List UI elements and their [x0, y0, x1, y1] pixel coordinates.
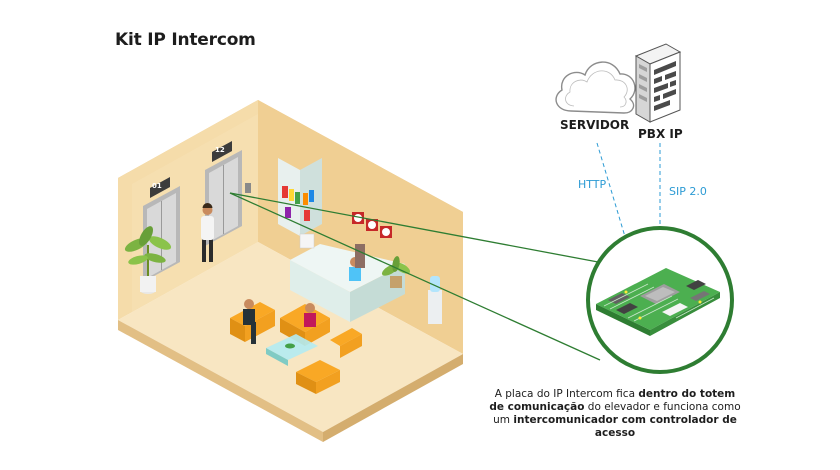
server-rack-icon: [634, 43, 682, 123]
elevator-right: [205, 141, 251, 246]
intercom-board-zoom: [586, 226, 734, 374]
server-label: SERVIDOR: [560, 118, 630, 132]
caption-part-1: A placa do IP Intercom fica: [494, 388, 639, 400]
http-link: [596, 142, 627, 241]
connector-line-top: [229, 192, 599, 263]
caption-bold-1: dentro do totem de comunicação: [489, 388, 736, 413]
caption-part-2: do elevador e funciona como um: [493, 401, 741, 426]
cloud-icon: [555, 61, 636, 114]
seating-area: [230, 299, 362, 394]
connector-line-bottom: [229, 192, 601, 361]
plant-left: [124, 226, 172, 294]
http-label: HTTP: [578, 178, 607, 191]
connector-lines: [229, 192, 601, 361]
caption-bold-2: intercomunicador com controlador de aces…: [513, 414, 737, 439]
pbx-label: PBX IP: [638, 127, 683, 141]
lobby-illustration: [118, 100, 463, 442]
water-cooler: [428, 276, 442, 324]
elevator-display-right: 12: [215, 146, 225, 154]
page-title: Kit IP Intercom: [115, 30, 256, 50]
elevator-display-left: 01: [152, 182, 162, 190]
network-links: [596, 142, 661, 241]
sip-label: SIP 2.0: [669, 185, 707, 198]
right-wall: [258, 100, 463, 354]
standing-man: [201, 203, 214, 262]
caption-text: A placa do IP Intercom fica dentro do to…: [488, 388, 742, 440]
bookshelf: [278, 158, 322, 236]
